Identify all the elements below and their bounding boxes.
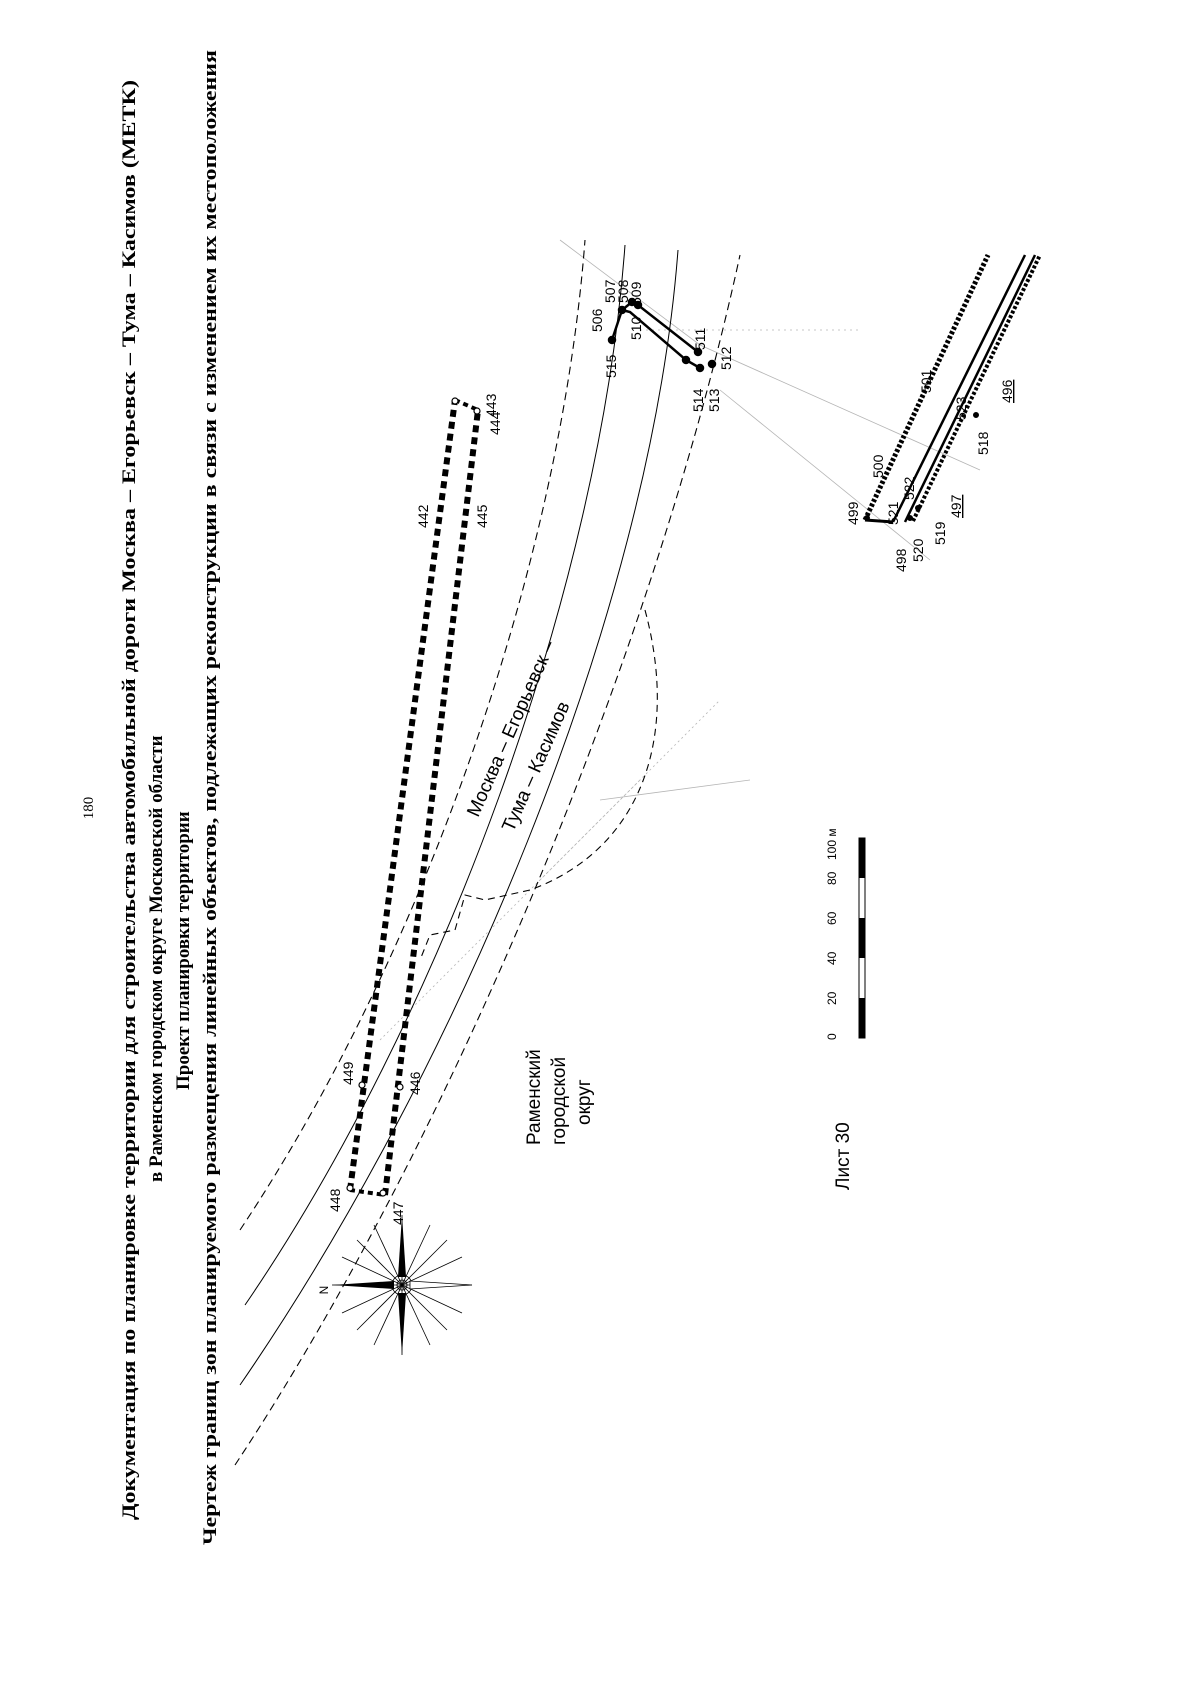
point-label: 449 xyxy=(340,1061,356,1085)
scale-tick: 100 м xyxy=(825,828,839,860)
scale-bar: 0 20 40 60 80 100 м xyxy=(825,828,866,1040)
point-label: 501 xyxy=(918,369,934,393)
corridor-boundary-inner xyxy=(239,239,586,1231)
point-label: 513 xyxy=(706,388,722,412)
district-name: Раменский городской округ xyxy=(524,1049,595,1145)
planned-zone-right xyxy=(862,253,1042,524)
point-label: 442 xyxy=(415,504,431,528)
scale-tick: 80 xyxy=(825,871,839,885)
road-name: Москва – Егорьевск – Тума – Касимов xyxy=(463,637,574,835)
sheet-label: Лист 30 xyxy=(833,1122,854,1190)
point-label: 519 xyxy=(932,521,948,545)
north-letter: N xyxy=(317,1286,331,1295)
scale-tick: 60 xyxy=(825,911,839,925)
point-label: 511 xyxy=(692,327,708,350)
point-label: 444 xyxy=(487,411,503,435)
point-label: 518 xyxy=(975,431,991,455)
point-label: 522 xyxy=(901,476,917,500)
point-label: 496 xyxy=(999,379,1015,403)
point-label: 506 xyxy=(589,308,605,332)
point-label: 499 xyxy=(845,501,861,525)
header-line-2: в Раменском городском округе Московской … xyxy=(146,735,167,1182)
header-line-1: Документация по планировке территории дл… xyxy=(119,80,140,1520)
point-label: 523 xyxy=(953,396,969,420)
zone-boundary-upper xyxy=(347,399,458,1191)
page-number: 180 xyxy=(81,797,97,820)
scale-tick: 40 xyxy=(825,951,839,965)
scale-tick: 0 xyxy=(825,1033,839,1040)
point-label: 500 xyxy=(870,454,886,478)
corridor-line-upper xyxy=(239,249,679,1386)
scale-tick: 20 xyxy=(825,991,839,1005)
road-centerline xyxy=(244,244,626,1306)
point-label: 443 xyxy=(483,393,499,417)
point-labels: 443 444 442 445 449 446 448 447 506 507 … xyxy=(327,279,1015,1225)
background-detail xyxy=(379,239,981,1041)
document-header: Документация по планировке территории дл… xyxy=(119,50,221,1545)
point-label: 448 xyxy=(327,1188,343,1212)
point-label: 512 xyxy=(718,346,734,370)
point-label: 497 xyxy=(948,494,964,518)
point-label: 447 xyxy=(390,1201,406,1225)
district-line-1: Раменский xyxy=(524,1049,545,1145)
corridor-boundary-outer xyxy=(234,254,741,1466)
point-label: 445 xyxy=(474,504,490,528)
header-line-4: Чертеж границ зон планируемого размещени… xyxy=(200,50,221,1545)
planned-zone-main xyxy=(346,397,481,1197)
road-corridor xyxy=(234,239,741,1466)
district-line-2: городской xyxy=(549,1057,570,1145)
point-label: 515 xyxy=(603,354,619,378)
header-line-3: Проект планировки территории xyxy=(173,811,194,1090)
point-label: 521 xyxy=(885,501,901,525)
point-label: 508 xyxy=(615,279,631,303)
district-line-3: округ xyxy=(574,1079,595,1125)
point-label: 520 xyxy=(910,538,926,562)
compass-rose-icon: N xyxy=(317,1215,473,1355)
point-label: 507 xyxy=(602,279,618,303)
point-label: 510 xyxy=(628,316,644,340)
point-label: 514 xyxy=(690,388,706,412)
planned-zone-small xyxy=(607,297,717,373)
point-label: 446 xyxy=(407,1071,423,1095)
point-label: 498 xyxy=(893,548,909,572)
point-label: 509 xyxy=(628,281,644,305)
